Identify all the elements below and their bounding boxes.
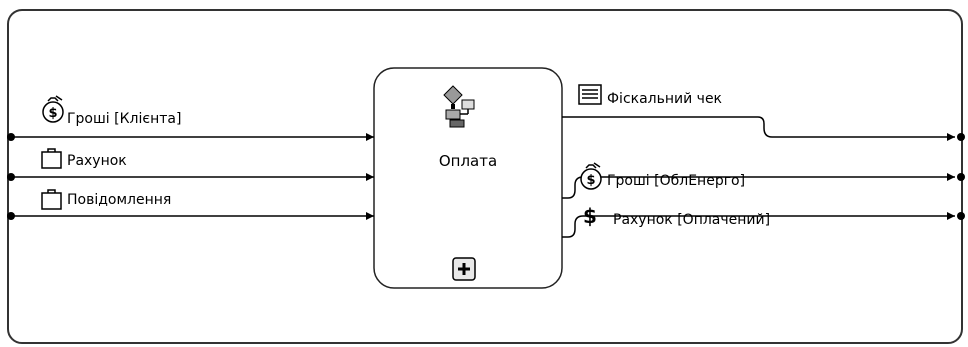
- output-arrow[interactable]: [562, 212, 955, 238]
- task-box[interactable]: [373, 67, 563, 289]
- output-arrow[interactable]: [562, 116, 955, 141]
- output-label: Фіскальний чек: [607, 91, 722, 107]
- process-flow-icon: [443, 85, 475, 128]
- svg-text:$: $: [586, 173, 595, 188]
- document-icon: [41, 189, 62, 210]
- plus-icon[interactable]: [452, 257, 476, 281]
- svg-text:$: $: [48, 106, 57, 121]
- money-bag-icon: $: [42, 95, 64, 123]
- input-label: Рахунок: [67, 153, 127, 169]
- dollar-icon: $: [583, 204, 597, 228]
- input-label: Гроші [Клієнта]: [67, 111, 181, 127]
- input-label: Повідомлення: [67, 192, 171, 208]
- output-label: Гроші [ОблЕнерго]: [607, 173, 745, 189]
- money-bag-icon: $: [580, 162, 602, 190]
- task-label: Оплата: [439, 152, 497, 170]
- output-label: Рахунок [Оплачений]: [613, 212, 770, 228]
- document-icon: [41, 148, 62, 169]
- receipt-icon: [578, 84, 602, 105]
- output-arrow[interactable]: [562, 173, 955, 199]
- svg-text:$: $: [583, 204, 597, 228]
